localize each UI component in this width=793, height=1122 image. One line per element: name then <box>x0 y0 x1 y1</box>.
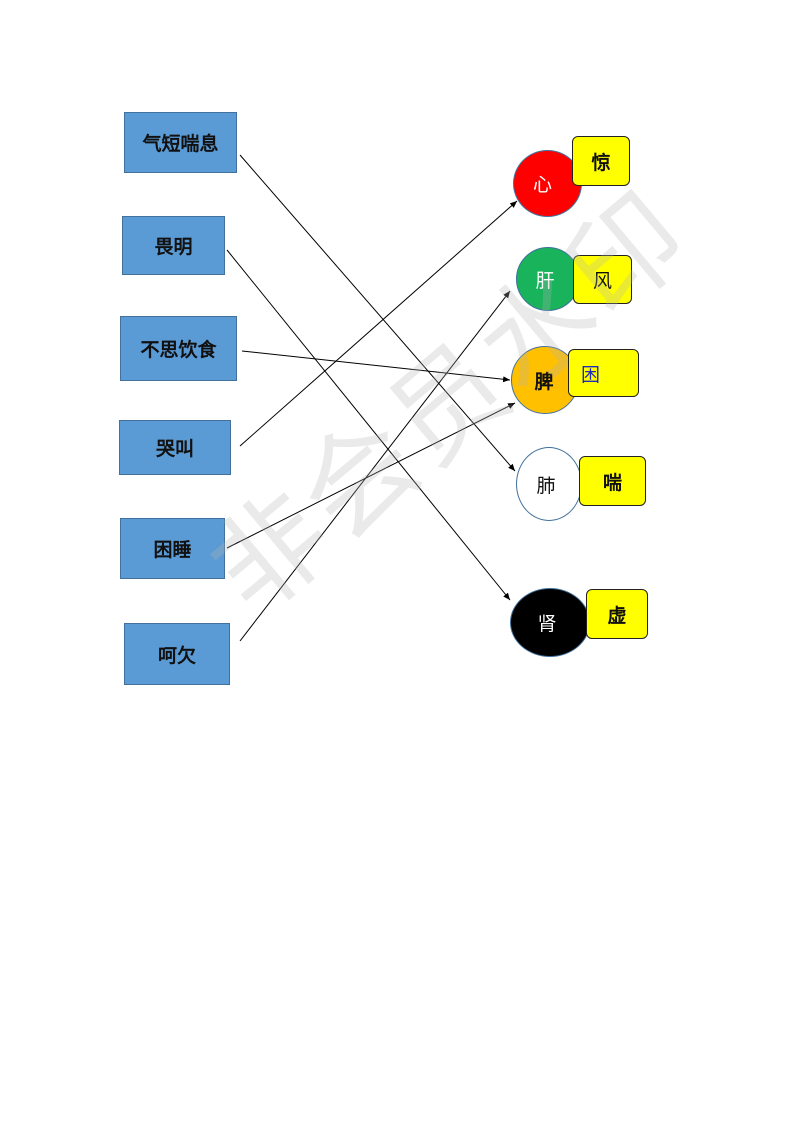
symptom-box-yawning: 呵欠 <box>124 623 230 685</box>
symptom-label: 气短喘息 <box>142 133 219 155</box>
symptom-label: 困睡 <box>153 539 192 561</box>
symptom-box-photophobia: 畏明 <box>122 216 225 275</box>
arrow-s1-to-lung <box>239 154 516 472</box>
tag-fright: 惊 <box>572 136 630 186</box>
symptom-label: 哭叫 <box>155 438 194 460</box>
symptom-box-crying: 哭叫 <box>119 420 231 475</box>
tag-wheeze: 喘 <box>579 456 646 506</box>
arrow-s3-to-spleen <box>241 350 511 383</box>
tag-wind: 风 <box>573 255 632 304</box>
arrow-s4-to-heart <box>239 200 518 447</box>
tag-label: 惊 <box>591 151 611 174</box>
symptom-label: 畏明 <box>154 236 193 258</box>
organ-liver: 肝 <box>516 247 580 311</box>
symptom-box-drowsiness: 困睡 <box>120 518 225 579</box>
symptom-box-shortness-of-breath: 气短喘息 <box>124 112 237 173</box>
arrow-s2-to-kidney <box>226 249 511 601</box>
tag-label: 困 <box>581 363 601 386</box>
tag-sleepy: 困 <box>568 349 639 397</box>
arrow-s6-to-liver <box>239 290 511 642</box>
organ-label: 肝 <box>535 269 555 292</box>
organ-label: 心 <box>532 174 552 196</box>
organ-label: 肺 <box>536 474 556 497</box>
symptom-label: 呵欠 <box>157 644 196 667</box>
organ-label: 脾 <box>534 370 554 393</box>
organ-label: 肾 <box>537 613 557 635</box>
organ-kidney: 肾 <box>510 588 590 657</box>
tag-deficiency: 虚 <box>586 589 648 639</box>
arrow-s5-to-spleen <box>226 402 516 549</box>
tag-label: 虚 <box>607 604 627 627</box>
organ-lung: 肺 <box>516 447 582 521</box>
symptom-box-no-appetite: 不思饮食 <box>120 316 237 381</box>
tag-label: 喘 <box>602 471 622 494</box>
symptom-label: 不思饮食 <box>140 339 217 361</box>
organ-spleen: 脾 <box>511 346 579 414</box>
tag-label: 风 <box>592 270 612 292</box>
